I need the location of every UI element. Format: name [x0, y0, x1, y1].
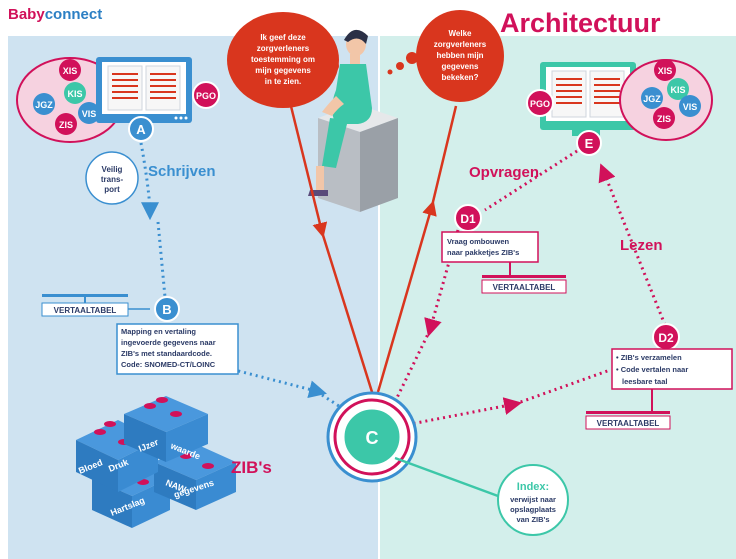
vertaaltabel-d2 — [585, 415, 671, 430]
svg-text:VERTAALTABEL: VERTAALTABEL — [493, 283, 556, 292]
index-badge — [497, 464, 569, 536]
svg-text:verwijst naar: verwijst naar — [510, 495, 556, 504]
flow-transport-b — [156, 221, 167, 298]
schrijven-label: Schrijven — [148, 163, 216, 180]
svg-text:PGO: PGO — [196, 91, 216, 101]
svg-text:C: C — [366, 428, 379, 448]
svg-text:zorgverleners: zorgverleners — [434, 40, 487, 49]
svg-text:Ik geef deze: Ik geef deze — [260, 33, 306, 42]
node-b — [154, 296, 180, 322]
badge-jgz-left — [33, 93, 55, 115]
right-system: PGO XIS KIS JGZ VIS ZIS E — [526, 59, 713, 156]
index-connector — [394, 456, 499, 498]
svg-text:• ZIB's verzamelen: • ZIB's verzamelen — [616, 353, 682, 362]
flow-e-d1 — [484, 149, 578, 212]
svg-text:mijn gegevens: mijn gegevens — [255, 66, 311, 75]
node-c — [341, 406, 403, 468]
svg-text:B: B — [162, 302, 171, 317]
d2-box — [611, 348, 733, 390]
svg-text:ZIS: ZIS — [59, 120, 73, 130]
svg-text:KIS: KIS — [67, 89, 82, 99]
badge-vis-left — [78, 102, 100, 124]
consent-arrow — [285, 89, 328, 238]
zib-block-ijzerwaarde: IJzer waarde — [124, 396, 208, 462]
svg-text:Vraag ombouwen: Vraag ombouwen — [447, 237, 510, 246]
svg-text:XIS: XIS — [63, 66, 78, 76]
lezen-label: Lezen — [620, 237, 663, 254]
svg-text:gegevens: gegevens — [442, 62, 479, 71]
svg-text:VIS: VIS — [683, 102, 698, 112]
badge-zis-left — [55, 113, 77, 135]
badge-xis-left — [59, 59, 81, 81]
svg-text:in te zien.: in te zien. — [265, 77, 301, 86]
zibs-title: ZIB's — [231, 458, 272, 477]
page-title: Architectuur — [500, 8, 661, 38]
svg-text:XIS: XIS — [658, 66, 673, 76]
svg-text:ingevoerde gegevens naar: ingevoerde gegevens naar — [121, 338, 216, 347]
svg-text:VIS: VIS — [82, 109, 97, 119]
badge-pgo-right — [526, 89, 554, 117]
bubble-consent: Ik geef deze zorgverleners toestemming o… — [227, 12, 339, 108]
svg-text:• Code vertalen naar: • Code vertalen naar — [616, 365, 688, 374]
svg-text:E: E — [585, 136, 594, 151]
d1-box — [441, 231, 539, 263]
mapping-box — [116, 323, 239, 375]
svg-text:A: A — [136, 122, 146, 137]
left-system: XIS KIS JGZ VIS ZIS PGO A — [16, 57, 220, 143]
flow-d2-e — [598, 163, 667, 326]
svg-text:D1: D1 — [460, 212, 476, 226]
veilig-transport-badge — [85, 151, 139, 205]
svg-text:Veilig: Veilig — [102, 165, 123, 174]
svg-text:D2: D2 — [658, 331, 674, 345]
node-a — [128, 116, 154, 142]
badge-kis-left — [64, 82, 86, 104]
svg-text:Code: SNOMED-CT/LOINC: Code: SNOMED-CT/LOINC — [121, 360, 216, 369]
svg-text:naar pakketjes ZIB's: naar pakketjes ZIB's — [447, 248, 519, 257]
hub-c: C — [326, 391, 418, 483]
svg-text:JGZ: JGZ — [643, 94, 661, 104]
svg-text:van ZIB's: van ZIB's — [516, 515, 549, 524]
zib-blocks: Hartslag NAW gegevens Bloed Druk — [76, 396, 236, 528]
brand-logo: Babyconnect — [8, 6, 102, 23]
node-e — [576, 130, 602, 156]
svg-text:opslagplaats: opslagplaats — [510, 505, 556, 514]
bubble-viewed: Welke zorgverleners hebben mijn gegevens… — [387, 10, 504, 102]
svg-text:JGZ: JGZ — [35, 100, 53, 110]
svg-text:KIS: KIS — [670, 85, 685, 95]
svg-text:VERTAALTABEL: VERTAALTABEL — [54, 306, 117, 315]
svg-text:toestemming om: toestemming om — [251, 55, 315, 64]
viewed-arrow — [376, 200, 437, 393]
zib-block-naw: NAW gegevens — [154, 444, 236, 510]
svg-text:port: port — [104, 185, 120, 194]
svg-text:Mapping en vertaling: Mapping en vertaling — [121, 327, 196, 336]
svg-text:leesbare taal: leesbare taal — [622, 377, 667, 386]
svg-text:Welke: Welke — [449, 29, 473, 38]
svg-text:hebben mijn: hebben mijn — [436, 51, 483, 60]
svg-text:zorgverleners: zorgverleners — [257, 44, 310, 53]
svg-text:trans-: trans- — [101, 175, 124, 184]
svg-text:PGO: PGO — [530, 99, 550, 109]
opvragen-label: Opvragen — [469, 164, 539, 181]
patient-illustration — [308, 29, 398, 212]
badge-pgo-left — [192, 81, 220, 109]
svg-text:ZIB's met standaardcode.: ZIB's met standaardcode. — [121, 349, 212, 358]
svg-text:VERTAALTABEL: VERTAALTABEL — [597, 419, 660, 428]
svg-text:Index:: Index: — [517, 481, 549, 493]
node-d1 — [454, 204, 482, 232]
svg-text:bekeken?: bekeken? — [442, 73, 479, 82]
svg-text:ZIS: ZIS — [657, 114, 671, 124]
vertaaltabel-d1 — [481, 279, 567, 294]
flow-a-transport — [139, 142, 159, 221]
